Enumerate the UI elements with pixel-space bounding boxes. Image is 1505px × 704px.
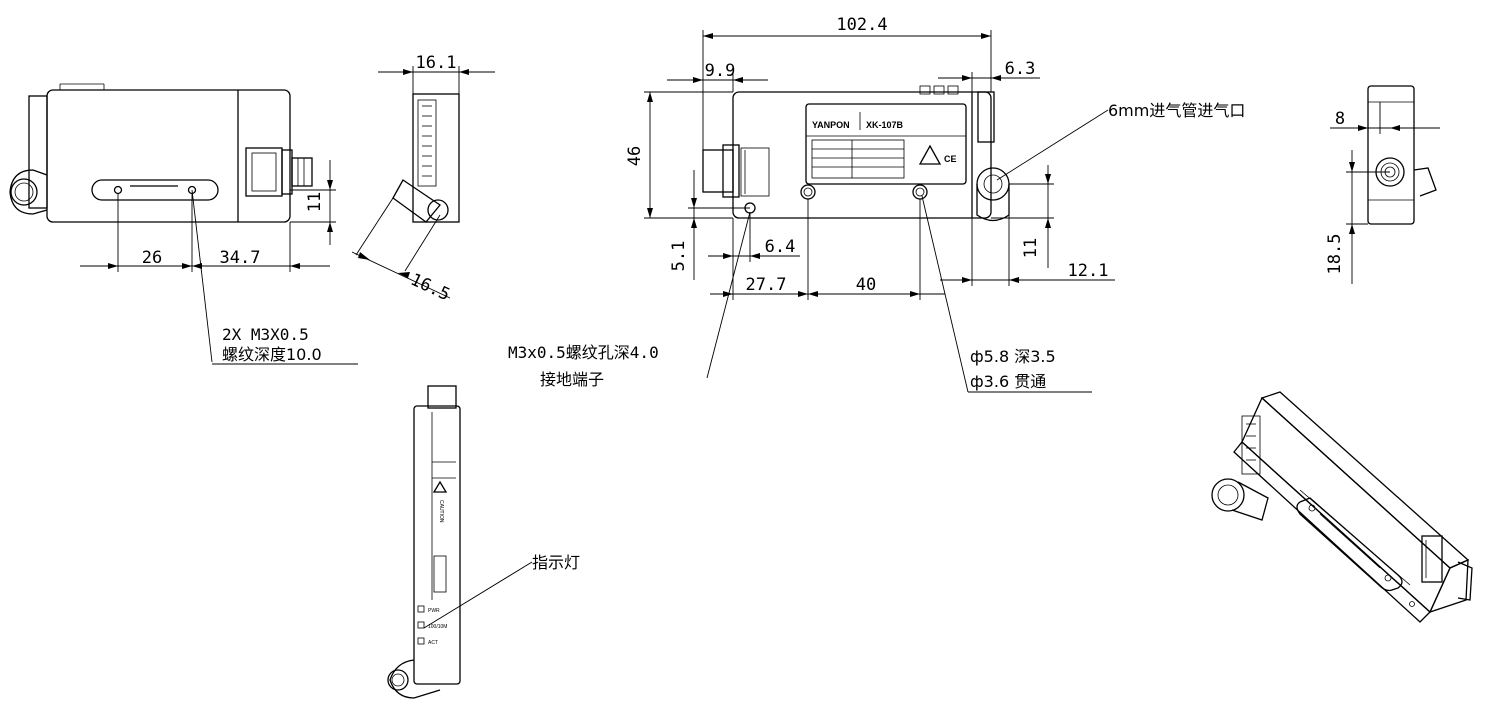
hole-note-line2: ф3.6 贯通 <box>970 372 1046 391</box>
dim-11-front-view: 11 <box>1021 238 1041 258</box>
dim-9-9: 9.9 <box>705 61 736 81</box>
label-brand: YANPON <box>812 120 850 130</box>
dim-6-4: 6.4 <box>765 237 796 257</box>
led-pwr-label: PWR <box>428 608 440 614</box>
dim-102-4: 102.4 <box>836 15 887 35</box>
top-view: CAUTION PWR 100/10M ACT 指示灯 <box>387 385 580 699</box>
led-act-label: ACT <box>428 640 438 646</box>
thread-note-line2: 螺纹深度10.0 <box>222 345 322 364</box>
indicator-note: 指示灯 <box>532 553 580 572</box>
dim-40: 40 <box>856 275 876 295</box>
dim-16-1: 16.1 <box>416 53 457 73</box>
inlet-note: 6mm进气管进气口 <box>1108 101 1245 120</box>
dim-16-5: 16.5 <box>407 270 453 305</box>
dim-46: 46 <box>625 146 645 166</box>
dim-26: 26 <box>142 248 162 268</box>
ce-mark: CE <box>944 154 957 164</box>
isometric-view <box>1211 391 1473 623</box>
hole-note-line1: ф5.8 深3.5 <box>970 347 1056 366</box>
thread-note-line1: 2X M3X0.5 <box>222 325 309 344</box>
side-view: 16.1 16.5 <box>351 53 495 305</box>
bottom-view: 11 26 34.7 2X M3X0.5 螺纹深度10.0 <box>9 83 358 365</box>
end-view: 8 18.5 <box>1325 85 1440 284</box>
dim-5-1: 5.1 <box>669 241 689 272</box>
label-model: XK-107B <box>866 120 904 130</box>
led-link-label: 100/10M <box>428 624 447 630</box>
dim-27-7: 27.7 <box>746 275 787 295</box>
ground-note-line1: M3x0.5螺纹孔深4.0 <box>508 343 659 362</box>
front-view: YANPON XK-107B CE 102.4 9.9 <box>508 15 1245 393</box>
dim-11-bottom-view: 11 <box>305 192 325 212</box>
warning-icon <box>918 144 942 165</box>
dim-8: 8 <box>1335 109 1345 129</box>
inlet-fitting <box>976 167 1010 201</box>
dim-18-5: 18.5 <box>1325 234 1345 275</box>
caution-icon <box>432 480 448 493</box>
caution-title: CAUTION <box>438 500 444 523</box>
dim-6-3: 6.3 <box>1005 59 1036 79</box>
dim-34-7: 34.7 <box>220 248 261 268</box>
dim-12-1: 12.1 <box>1068 261 1109 281</box>
ground-note-line2: 接地端子 <box>540 370 604 389</box>
